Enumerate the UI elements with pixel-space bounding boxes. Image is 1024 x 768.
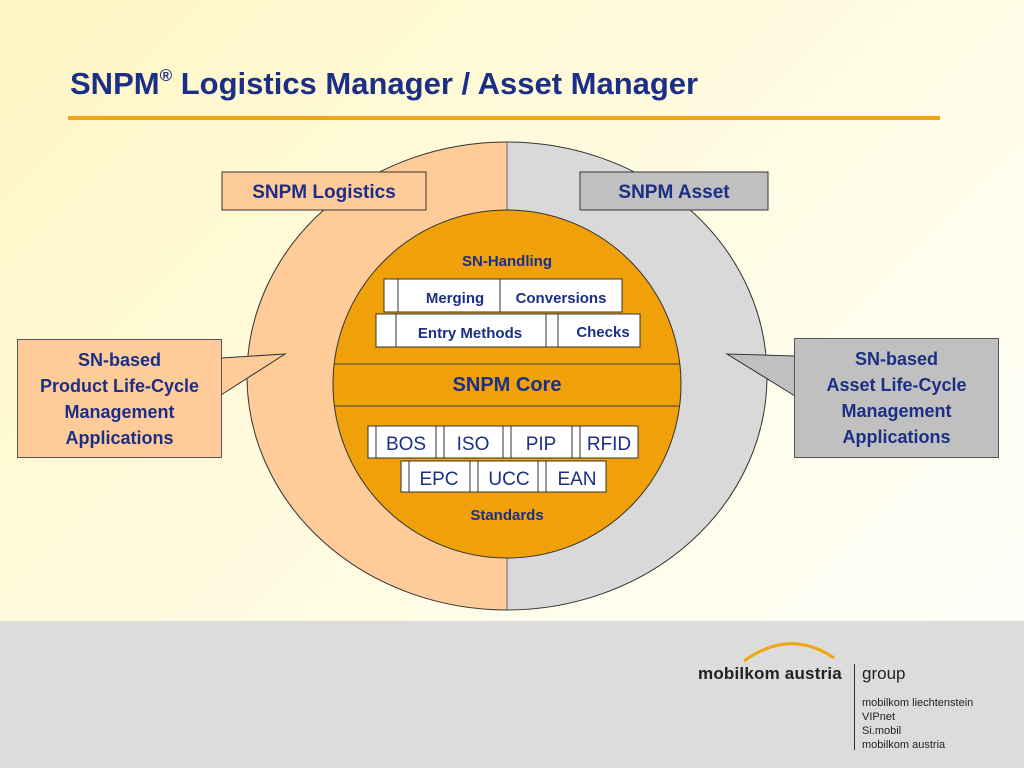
brand-member: mobilkom austria	[862, 739, 946, 751]
brand-group-text: group	[862, 664, 906, 683]
right-callout-line: Asset Life-Cycle	[826, 375, 967, 395]
brand-separator	[854, 664, 855, 750]
right-callout-line: Management	[841, 401, 952, 421]
pip-label: PIP	[526, 434, 557, 455]
core-label: SNPM Core	[453, 374, 562, 396]
ucc-label: UCC	[488, 469, 529, 490]
bos-label: BOS	[386, 434, 426, 455]
snpm-logistics-label: SNPM Logistics	[252, 182, 396, 203]
left-callout-line: Management	[64, 401, 175, 422]
brand-member: Si.mobil	[862, 725, 902, 737]
standards-row2-box	[400, 460, 607, 493]
brand-members-list: mobilkom liechtenstein VIPnet Si.mobil m…	[862, 696, 973, 752]
ean-label: EAN	[557, 469, 596, 490]
brand-member: VIPnet	[862, 711, 896, 723]
iso-label: ISO	[457, 434, 490, 455]
sn-handling-label: SN-Handling	[462, 253, 552, 270]
epc-label: EPC	[419, 469, 458, 490]
left-callout: SN-based Product Life-Cycle Management A…	[17, 339, 222, 458]
title-underline	[68, 116, 940, 120]
left-callout-line: Product Life-Cycle	[39, 375, 200, 396]
conversions-label: Conversions	[516, 290, 607, 307]
snpm-diagram: SN-Handling Merging Conversions Entry Me…	[220, 141, 796, 611]
right-callout: SN-based Asset Life-Cycle Management App…	[794, 338, 999, 458]
entry-row-box	[375, 313, 641, 348]
checks-label: Checks	[576, 324, 629, 341]
snpm-asset-label: SNPM Asset	[618, 182, 730, 203]
brand-member: mobilkom liechtenstein	[862, 697, 974, 709]
left-callout-line: SN-based	[77, 349, 162, 370]
brand-logo-text: mobilkom austria	[698, 664, 842, 683]
right-callout-line: Applications	[842, 427, 951, 447]
standards-label: Standards	[470, 507, 543, 524]
merging-label: Merging	[426, 290, 484, 307]
merging-row-box	[383, 278, 623, 313]
footer-bar	[0, 621, 1024, 768]
snpm-asset-box	[579, 171, 769, 211]
rfid-label: RFID	[587, 434, 631, 455]
snpm-logistics-box	[221, 171, 427, 211]
entry-methods-label: Entry Methods	[418, 325, 522, 342]
right-callout-line: SN-based	[854, 349, 939, 369]
left-callout-line: Applications	[65, 427, 174, 448]
page-title: SNPM® Logistics Manager / Asset Manager	[70, 66, 699, 101]
